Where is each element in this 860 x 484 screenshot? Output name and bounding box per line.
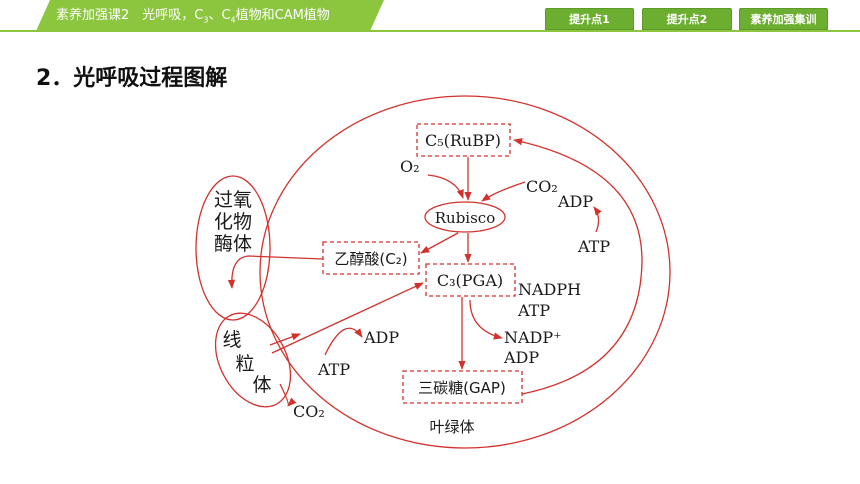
top-bar-divider [0, 30, 860, 32]
nadp-label: NADP⁺ [504, 328, 562, 347]
section-heading: 2．光呼吸过程图解 [36, 66, 228, 91]
adp-mid-label: ADP [363, 328, 399, 347]
nadph-arrow [469, 299, 503, 340]
gap-box [402, 370, 523, 404]
glycolate-to-peroxisome-arrow [227, 255, 324, 289]
rubisco-outline [424, 201, 506, 233]
co2-top-label: CO₂ [526, 177, 558, 196]
top-bar: 素养加强课2 光呼吸，C3、C4植物和CAM植物 提升点1 提升点2 素养加强集… [0, 0, 860, 36]
nav-button-training[interactable]: 素养加强集训 [739, 8, 828, 30]
nav-button-point-1[interactable]: 提升点1 [545, 8, 634, 30]
rubisco-label: Rubisco [435, 209, 495, 227]
mitochondria-outline [214, 312, 292, 408]
nadph-label: NADPH [518, 280, 581, 299]
atp-top-label: ATP [577, 237, 610, 256]
mitochondria-to-stroma-arrow [269, 333, 301, 346]
nav-button-point-2[interactable]: 提升点2 [642, 8, 732, 30]
co2-bottom-label: CO₂ [293, 402, 325, 421]
c3-label: C₃(PGA) [437, 271, 503, 290]
mitochondria-to-c3-arrow [271, 282, 424, 354]
glycolate-label: 乙醇酸(C₂) [334, 250, 407, 268]
chloroplast-label: 叶绿体 [429, 418, 474, 436]
gap-to-c5-arrow [513, 138, 643, 395]
o2-label: O₂ [400, 157, 420, 176]
c5-box [416, 123, 511, 157]
peroxisome-label-3: 酶体 [214, 233, 252, 255]
atp-adp-mid-arrow [324, 327, 363, 356]
adp-right-label: ADP [503, 348, 539, 367]
co2-release-arrow [279, 383, 297, 407]
rubisco-to-glycolate-arrow [420, 232, 459, 254]
adp-top-label: ADP [557, 192, 593, 211]
glycolate-box [322, 241, 420, 275]
peroxisome-label-2: 化物 [214, 211, 252, 233]
c3-box [425, 263, 516, 297]
atp-mid-label: ATP [317, 360, 350, 379]
gap-label: 三碳糖(GAP) [418, 379, 506, 397]
lesson-title: 素养加强课2 光呼吸，C3、C4植物和CAM植物 [36, 0, 384, 31]
atp-adp-top-arrow [593, 206, 602, 233]
chloroplast-outline [259, 95, 671, 449]
c5-label: C₅(RuBP) [425, 131, 501, 150]
mitochondria-label-1: 线 [222, 329, 241, 351]
o2-arrow [427, 174, 464, 199]
peroxisome-label-1: 过氧 [214, 189, 252, 211]
mitochondria-label-2: 粒 [235, 353, 254, 375]
atp-right-label: ATP [517, 301, 550, 320]
peroxisome-outline [195, 175, 271, 321]
mitochondria-label-3: 体 [252, 374, 271, 396]
co2-arrow [481, 181, 526, 202]
